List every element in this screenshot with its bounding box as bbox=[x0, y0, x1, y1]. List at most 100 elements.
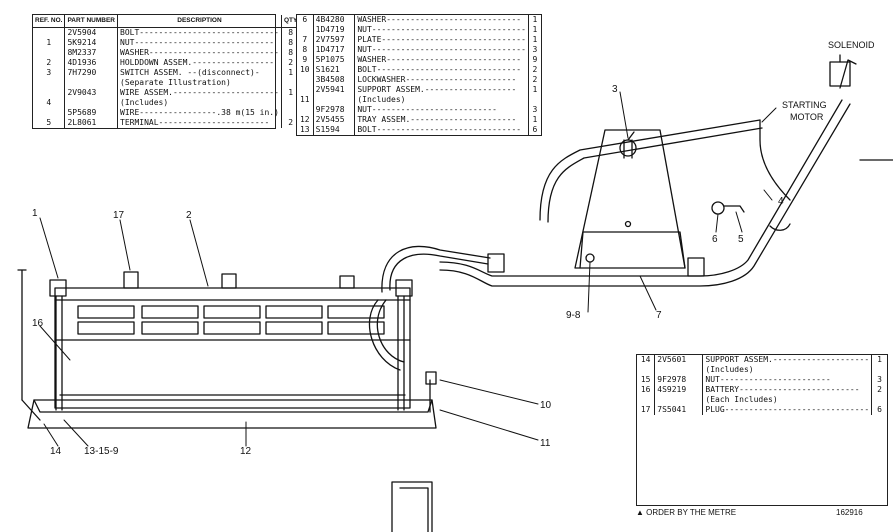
part-number-cell: 4B4280 bbox=[313, 15, 356, 25]
ref-no-cell bbox=[297, 105, 314, 115]
quantity-cell: 9 bbox=[532, 55, 538, 64]
quantity-cell: 1 bbox=[532, 35, 538, 44]
ref-no-cell: 3 bbox=[33, 68, 66, 78]
description-cell: BOLT------------------------------ bbox=[354, 125, 529, 135]
quantity-cell: 1 bbox=[532, 15, 538, 24]
callouts: 1 17 2 16 3 4 5 6 7 9-8 10 11 12 14 13-1… bbox=[32, 84, 784, 457]
callout-2: 2 bbox=[186, 210, 192, 221]
quantity-cell bbox=[872, 365, 887, 375]
leader-lines bbox=[39, 91, 777, 447]
solenoid-label: SOLENOID bbox=[828, 40, 875, 50]
part-number-cell: 7H7290 bbox=[64, 68, 118, 78]
triangle-icon: ▲ bbox=[636, 508, 644, 517]
quantity-cell: 1 bbox=[288, 88, 294, 97]
part-number-cell: 2L8061 bbox=[64, 118, 118, 128]
quantity-cell: 6 bbox=[532, 125, 538, 134]
battery bbox=[49, 271, 413, 409]
quantity-cell: 2 bbox=[288, 118, 294, 127]
parts-table-left: REF. NO. PART NUMBER DESCRIPTION QTY 2V5… bbox=[32, 14, 300, 129]
quantity-cell: 2 bbox=[877, 385, 882, 394]
frame-rail bbox=[391, 159, 893, 532]
quantity-cell: 3 bbox=[877, 375, 882, 384]
description-cell: NUT----------------------------- bbox=[117, 38, 282, 48]
ref-no-cell bbox=[33, 78, 66, 88]
part-number-cell bbox=[64, 78, 118, 88]
quantity-cell: 3 bbox=[532, 45, 538, 54]
callout-16: 16 bbox=[32, 318, 44, 329]
callout-1: 1 bbox=[32, 208, 38, 219]
description-cell: SUPPORT ASSEM.-------------------- bbox=[702, 355, 873, 365]
callout-11: 11 bbox=[540, 438, 551, 449]
description-cell: WASHER---------------------------- bbox=[354, 15, 529, 25]
ref-no-cell: 4 bbox=[33, 98, 66, 108]
ref-no-cell bbox=[637, 365, 656, 375]
part-number-cell bbox=[654, 395, 704, 405]
ref-no-cell bbox=[33, 88, 66, 98]
description-cell: WIRE----------------.38 m(15 in.) bbox=[117, 108, 282, 118]
description-cell: TRAY ASSEM.---------------------- bbox=[354, 115, 529, 125]
table-row: (Each Includes) bbox=[637, 395, 887, 405]
part-number-cell: 1D4719 bbox=[313, 25, 356, 35]
battery-cables bbox=[368, 245, 491, 371]
description-cell: SWITCH ASSEM. --(disconnect)- bbox=[117, 68, 282, 78]
description-cell: LOCKWASHER----------------------- bbox=[354, 75, 529, 85]
quantity-cell: 1 bbox=[532, 85, 538, 94]
part-number-cell: 2V9043 bbox=[64, 88, 118, 98]
order-note: ▲ ORDER BY THE METRE bbox=[636, 508, 736, 517]
part-number-cell: 8M2337 bbox=[64, 48, 118, 58]
description-cell: NUT----------------------- bbox=[702, 375, 873, 385]
description-cell: NUT-------------------------------- bbox=[354, 45, 529, 55]
quantity-cell: 1 bbox=[877, 355, 882, 364]
header-part-number: PART NUMBER bbox=[64, 15, 118, 28]
description-cell: WASHER--------------------------- bbox=[117, 48, 282, 58]
part-number-cell: 7S5041 bbox=[654, 405, 704, 415]
description-cell: WIRE ASSEM.---------------------- bbox=[117, 88, 282, 98]
part-number-cell: 2V5601 bbox=[654, 355, 704, 365]
part-number-cell: S1621 bbox=[313, 65, 356, 75]
quantity-cell: 8 bbox=[288, 28, 294, 37]
description-cell: SUPPORT ASSEM.------------------- bbox=[354, 85, 529, 95]
terminal bbox=[711, 201, 745, 215]
quantity-cell: 1 bbox=[532, 25, 538, 34]
table-row: (Includes) bbox=[637, 365, 887, 375]
ref-no-cell: 8 bbox=[297, 45, 314, 55]
ref-no-cell: 12 bbox=[297, 115, 314, 125]
wire-assembly bbox=[539, 119, 791, 231]
part-number-cell: 4D1936 bbox=[64, 58, 118, 68]
ref-no-cell: 5 bbox=[33, 118, 66, 128]
description-cell: PLUG------------------------------ bbox=[702, 405, 873, 415]
header-description: DESCRIPTION bbox=[117, 15, 282, 28]
description-cell: (Includes) bbox=[354, 95, 529, 105]
part-number-cell bbox=[64, 98, 118, 108]
ref-no-cell: 1 bbox=[33, 38, 66, 48]
description-cell: BOLT------------------------------ bbox=[354, 65, 529, 75]
callout-13-15-9: 13-15-9 bbox=[84, 446, 119, 457]
part-number-cell: 2V7597 bbox=[313, 35, 356, 45]
disconnect-switch bbox=[619, 131, 637, 159]
part-number-cell bbox=[654, 365, 704, 375]
callout-7: 7 bbox=[656, 310, 662, 321]
description-cell: WASHER---------------------------- bbox=[354, 55, 529, 65]
part-number-cell: 2V5904 bbox=[64, 27, 118, 38]
description-cell: NUT-------------------------- bbox=[354, 105, 529, 115]
table-row: (Separate Illustration) bbox=[33, 78, 299, 88]
description-cell: (Separate Illustration) bbox=[117, 78, 282, 88]
order-note-text: ORDER BY THE METRE bbox=[646, 508, 737, 517]
